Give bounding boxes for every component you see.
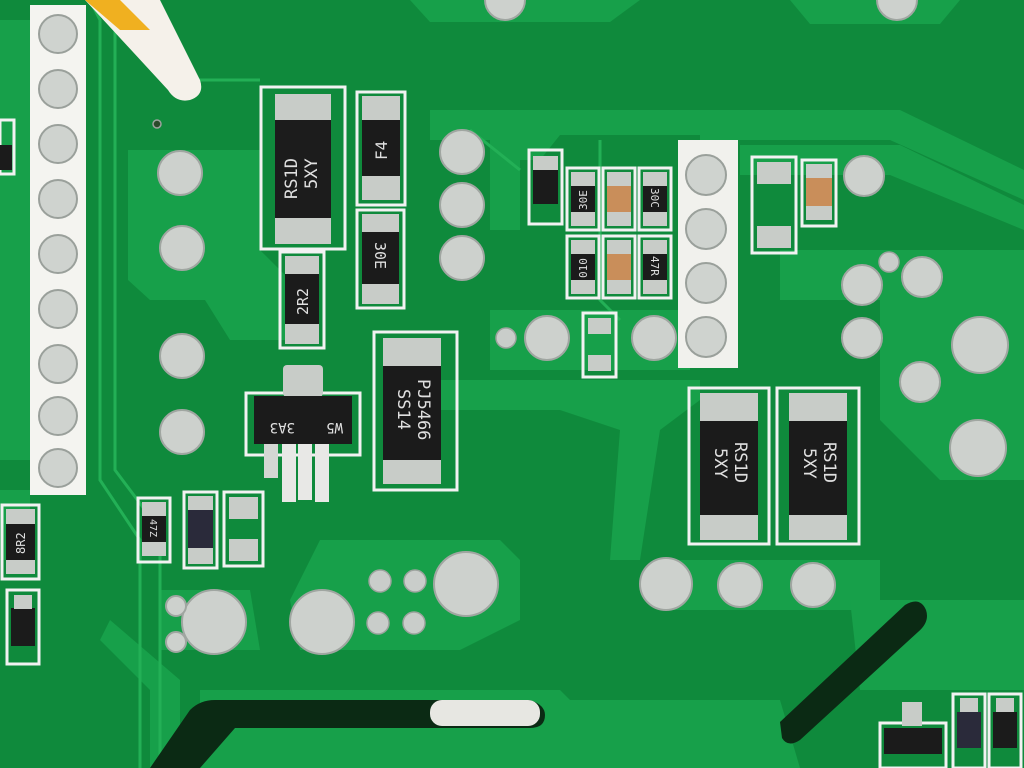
ic-marking-line2: SS14 bbox=[393, 389, 413, 430]
left-edge-part bbox=[0, 118, 16, 176]
resistor-30c-small-label: 30C bbox=[648, 188, 661, 208]
transistor-small-left bbox=[5, 588, 41, 666]
resistor-30e-label: 30E bbox=[371, 242, 389, 269]
regulator-marking-line1: W5 bbox=[326, 419, 343, 435]
diode-rs1d-top-left: RS1D 5XY bbox=[259, 85, 347, 251]
diode-marking-line1: RS1D bbox=[282, 158, 302, 199]
header-connector bbox=[30, 5, 86, 495]
resistor-30e-small-label: 30E bbox=[577, 190, 590, 210]
empty-pads bbox=[222, 155, 838, 568]
board-slots bbox=[150, 601, 927, 768]
transistors-bottom-right bbox=[878, 692, 1023, 768]
resistor-47z: 47Z bbox=[136, 496, 172, 564]
regulator-marking-line2: 3A3 bbox=[270, 419, 295, 435]
ic-marking-line1: PJ5466 bbox=[413, 379, 433, 440]
resistor-47r-label: 47R bbox=[648, 256, 661, 276]
resistor-f4-label: F4 bbox=[372, 141, 391, 160]
diode-marking-line2: 5XY bbox=[302, 158, 322, 189]
ic-pj5466: PJ5466 SS14 bbox=[372, 330, 459, 492]
resistor-010-label: 010 bbox=[577, 258, 590, 278]
diode-rs1d-right-1: RS1D 5XY bbox=[687, 386, 771, 546]
resistor-8r2: 8R2 bbox=[0, 503, 41, 581]
regulator-sot223: W5 3A3 bbox=[244, 365, 362, 502]
resistor-30e-vertical: 30E bbox=[355, 208, 406, 310]
diode-right-1-line2: 5XY bbox=[710, 448, 730, 479]
diode-right-2-line1: RS1D bbox=[819, 442, 839, 483]
resistor-f4: F4 bbox=[355, 90, 407, 207]
diode-right-1-line1: RS1D bbox=[730, 442, 750, 483]
resistor-2r2: 2R2 bbox=[278, 250, 326, 350]
pin-strip bbox=[678, 140, 738, 368]
wire-lead bbox=[85, 0, 202, 101]
smd-cluster: 30E 30C 010 47R bbox=[527, 148, 673, 300]
through-hole-pads bbox=[157, 0, 1009, 655]
diode-small-left bbox=[182, 490, 219, 570]
diode-rs1d-right-2: RS1D 5XY bbox=[775, 386, 861, 546]
resistor-2r2-label: 2R2 bbox=[294, 288, 312, 315]
resistor-8r2-label: 8R2 bbox=[14, 532, 28, 554]
resistor-47z-label: 47Z bbox=[147, 519, 158, 537]
diode-right-2-line2: 5XY bbox=[799, 448, 819, 479]
small-vias bbox=[152, 119, 900, 635]
